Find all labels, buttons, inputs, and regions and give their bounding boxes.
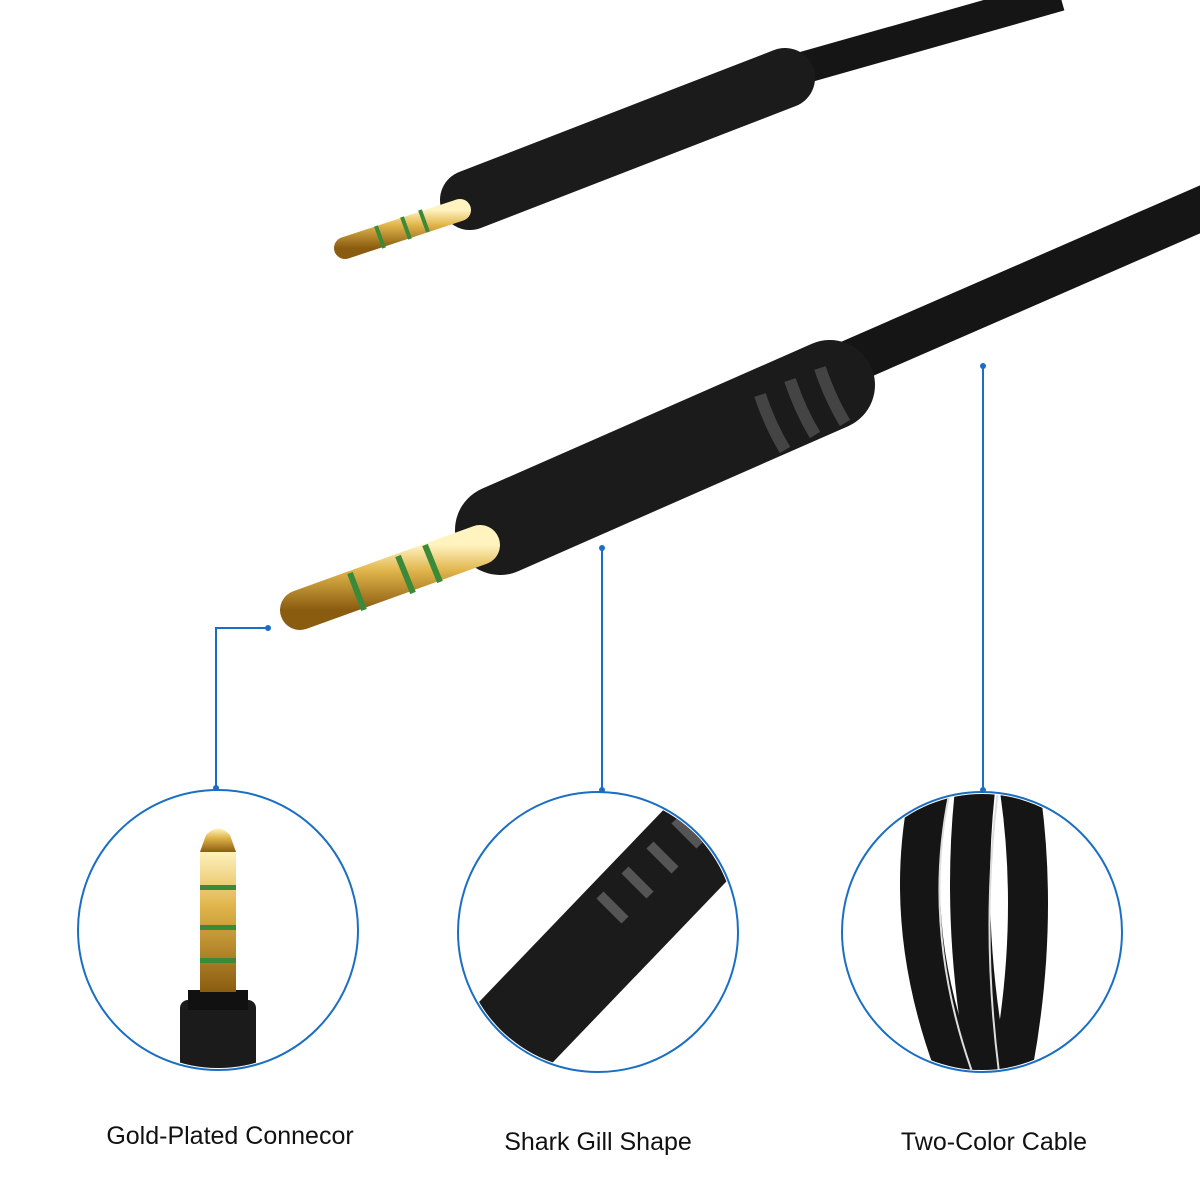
feature-label-gold-connector: Gold-Plated Connecor	[106, 1122, 354, 1150]
main-plug	[280, 185, 1200, 630]
gold-plug-closeup	[77, 789, 359, 1071]
two-color-cable-closeup	[841, 791, 1123, 1073]
shark-gill-closeup	[457, 791, 739, 1073]
feature-label-shark-gill: Shark Gill Shape	[504, 1128, 692, 1156]
feature-label-two-color-cable: Two-Color Cable	[900, 1128, 1088, 1156]
small-plug	[334, 0, 1065, 259]
callout-lines	[215, 366, 984, 792]
